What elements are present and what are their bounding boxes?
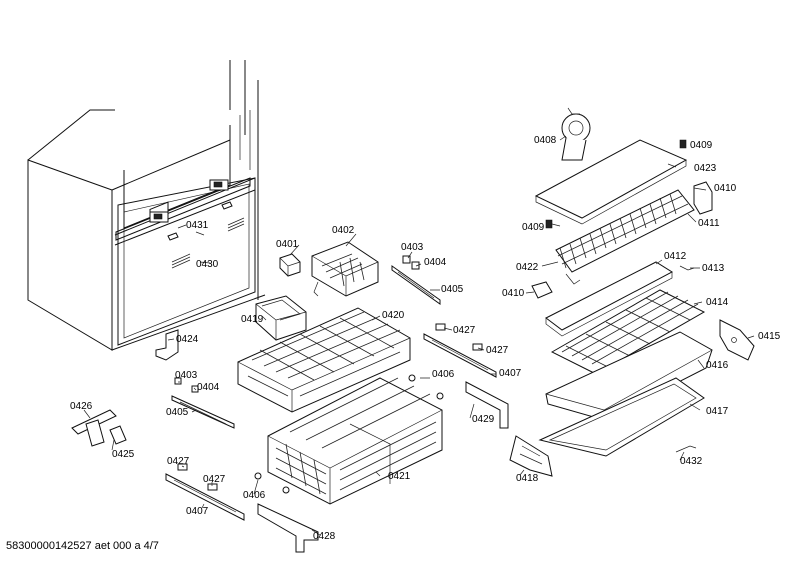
label-0424: 0424	[176, 334, 199, 345]
part-0410-0411-brackets	[531, 181, 713, 299]
label-0412: 0412	[664, 251, 687, 262]
label-0404-upper: 0404	[424, 257, 447, 268]
label-0402: 0402	[332, 225, 355, 236]
footer-document-id: 58300000142527 aet 000 a 4/7	[6, 540, 159, 552]
callout-labels: 0401 0402 0403 0404 0405 0419 0420 0427 …	[70, 135, 781, 542]
label-0401: 0401	[276, 239, 299, 250]
part-0416-evaporator-cover	[545, 331, 713, 421]
label-0425: 0425	[112, 449, 135, 460]
part-0408-fan-motor	[561, 107, 591, 161]
refrigerator-cabinet	[27, 60, 266, 351]
label-0409-upper: 0409	[690, 140, 713, 151]
part-0424-bracket	[155, 329, 179, 361]
part-0417-panel	[538, 377, 705, 457]
part-0415-plate	[719, 319, 755, 361]
label-0432: 0432	[680, 456, 703, 467]
part-0426-0425-hinge	[71, 409, 127, 447]
label-0427-lower-a: 0427	[167, 456, 190, 467]
part-0432-wire	[675, 445, 697, 453]
label-0422: 0422	[516, 262, 539, 273]
label-0404-lower: 0404	[197, 382, 220, 393]
label-0405-upper: 0405	[441, 284, 464, 295]
label-0410-upper: 0410	[714, 183, 737, 194]
label-0423: 0423	[694, 163, 717, 174]
label-0427-middle-a: 0427	[453, 325, 476, 336]
label-0405-lower: 0405	[166, 407, 189, 418]
label-0406-middle: 0406	[432, 369, 455, 380]
label-0426: 0426	[70, 401, 93, 412]
part-0419-tray	[255, 295, 307, 341]
part-0414-heater-grid	[550, 289, 706, 375]
label-0417: 0417	[706, 406, 729, 417]
label-0406-lower: 0406	[243, 490, 266, 501]
label-0414: 0414	[706, 297, 729, 308]
label-0427-middle-b: 0427	[486, 345, 509, 356]
part-0418-frame	[509, 435, 553, 477]
part-0420-upper-basket	[237, 307, 411, 413]
part-0431-lamps	[167, 201, 233, 241]
part-evaporator-coil	[555, 189, 695, 285]
label-0428: 0428	[313, 531, 336, 542]
part-0401-box	[279, 253, 301, 277]
label-0420: 0420	[382, 310, 405, 321]
part-0427-0407-middle-rail	[408, 323, 509, 429]
part-0427-0407-lower-rail	[165, 463, 290, 521]
label-0419: 0419	[241, 314, 264, 325]
part-0403-0405-upper-rail	[391, 255, 441, 305]
label-0410-lower: 0410	[502, 288, 525, 299]
label-0407-middle: 0407	[499, 368, 522, 379]
part-0421-lower-basket	[267, 377, 443, 505]
label-0416: 0416	[706, 360, 729, 371]
label-0411: 0411	[698, 218, 720, 229]
label-0413: 0413	[702, 263, 725, 274]
part-0409-screws	[545, 139, 687, 229]
label-0427-lower-b: 0427	[203, 474, 226, 485]
label-0421: 0421	[388, 471, 411, 482]
part-0428-slide	[257, 503, 319, 553]
label-0403-lower: 0403	[175, 370, 198, 381]
leader-lines	[83, 135, 755, 536]
label-0415: 0415	[758, 331, 781, 342]
label-0403-upper: 0403	[401, 242, 424, 253]
label-0407-lower: 0407	[186, 506, 209, 517]
label-0431: 0431	[186, 220, 209, 231]
part-0423-cover-plate	[534, 139, 688, 225]
label-0409-lower: 0409	[522, 222, 545, 233]
label-0418: 0418	[516, 473, 539, 484]
part-0430-grilles	[171, 217, 245, 269]
label-0408: 0408	[534, 135, 557, 146]
label-0429: 0429	[472, 414, 495, 425]
part-0402-fan-housing	[311, 241, 379, 297]
part-0412-drip-tray	[545, 261, 695, 337]
label-0430: 0430	[196, 259, 219, 270]
